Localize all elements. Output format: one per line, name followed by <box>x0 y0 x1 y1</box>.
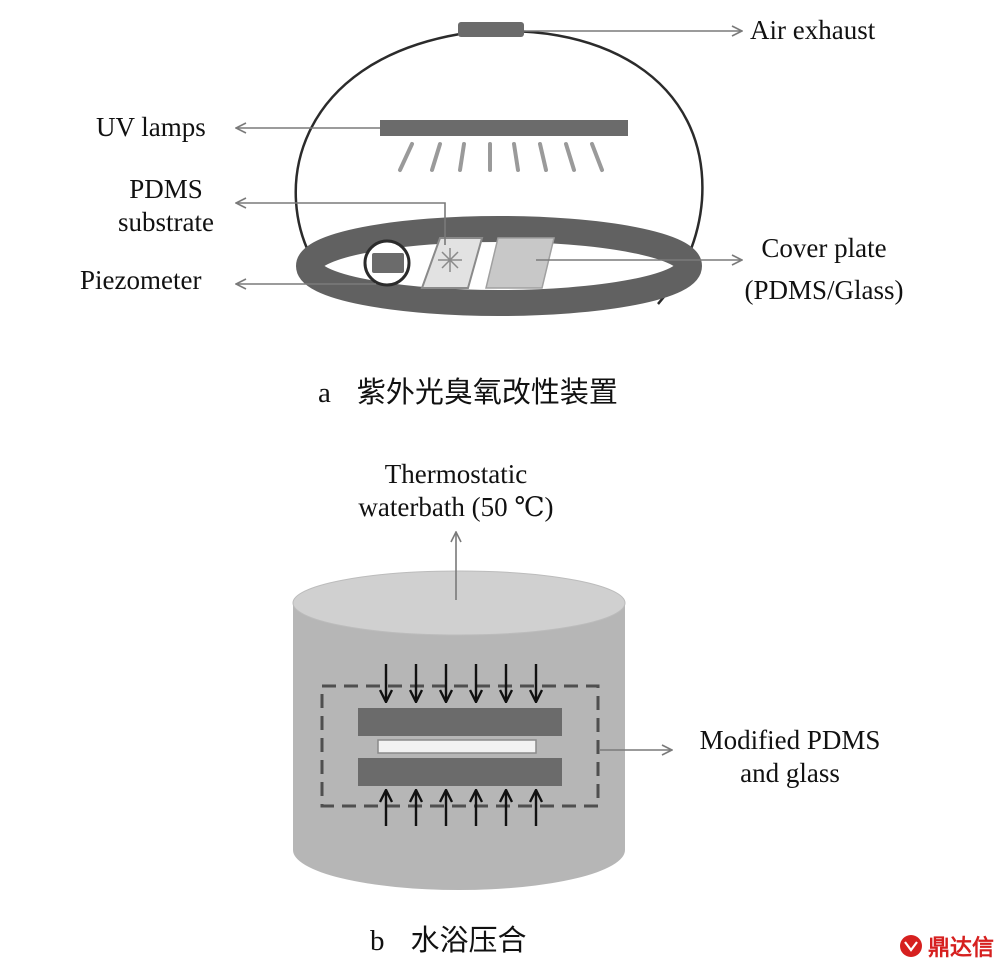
water-bath-cylinder <box>292 570 626 890</box>
label-modified-line2: and glass <box>740 758 840 788</box>
label-pdms-line1: PDMS <box>129 174 203 204</box>
pressure-arrows-top <box>386 664 536 702</box>
uv-rays <box>398 142 604 172</box>
caption-panel-a: a 紫外光臭氧改性装置 <box>318 375 618 410</box>
label-modified-line1: Modified PDMS <box>699 725 881 755</box>
label-bath-line2: waterbath (50 ℃) <box>358 492 554 522</box>
modified-region-box <box>320 684 600 808</box>
chamber-base-ring <box>296 216 702 316</box>
watermark-logo: 鼎达信 <box>898 930 994 962</box>
label-uv-lamps: UV lamps <box>96 112 206 142</box>
cylinder-top <box>292 570 626 636</box>
caption-b-letter: b <box>370 925 385 957</box>
piezometer-display <box>372 253 404 273</box>
callouts-panel-b <box>456 532 672 750</box>
label-cover-line1: Cover plate <box>761 233 887 263</box>
chamber-dome <box>294 29 704 305</box>
watermark-icon <box>899 935 922 957</box>
pdms-plate-upper <box>358 708 562 736</box>
glass-layer <box>377 739 537 754</box>
callouts-panel-a <box>236 31 742 284</box>
cover-plate <box>485 237 555 289</box>
pdms-plate-lower <box>358 758 562 786</box>
label-cover-line2: (PDMS/Glass) <box>744 275 904 305</box>
label-piezometer: Piezometer <box>80 265 202 295</box>
label-air-exhaust: Air exhaust <box>750 15 876 45</box>
caption-b-text: 水浴压合 <box>410 923 527 957</box>
label-pdms-line2: substrate <box>118 207 214 237</box>
label-bath-line1: Thermostatic <box>384 459 528 489</box>
pressure-arrows-bottom <box>386 790 536 826</box>
caption-a-text: 紫外光臭氧改性装置 <box>356 375 618 409</box>
substrate-sparkle-icon <box>438 248 462 272</box>
exhaust-cap <box>458 22 524 37</box>
caption-a-letter: a <box>318 377 331 409</box>
watermark-text: 鼎达信 <box>927 936 994 961</box>
caption-panel-b: b 水浴压合 <box>370 923 527 958</box>
uv-lamp-bar <box>380 120 628 136</box>
uv-ozone-chamber <box>294 22 704 316</box>
callout-pdms <box>236 203 446 245</box>
